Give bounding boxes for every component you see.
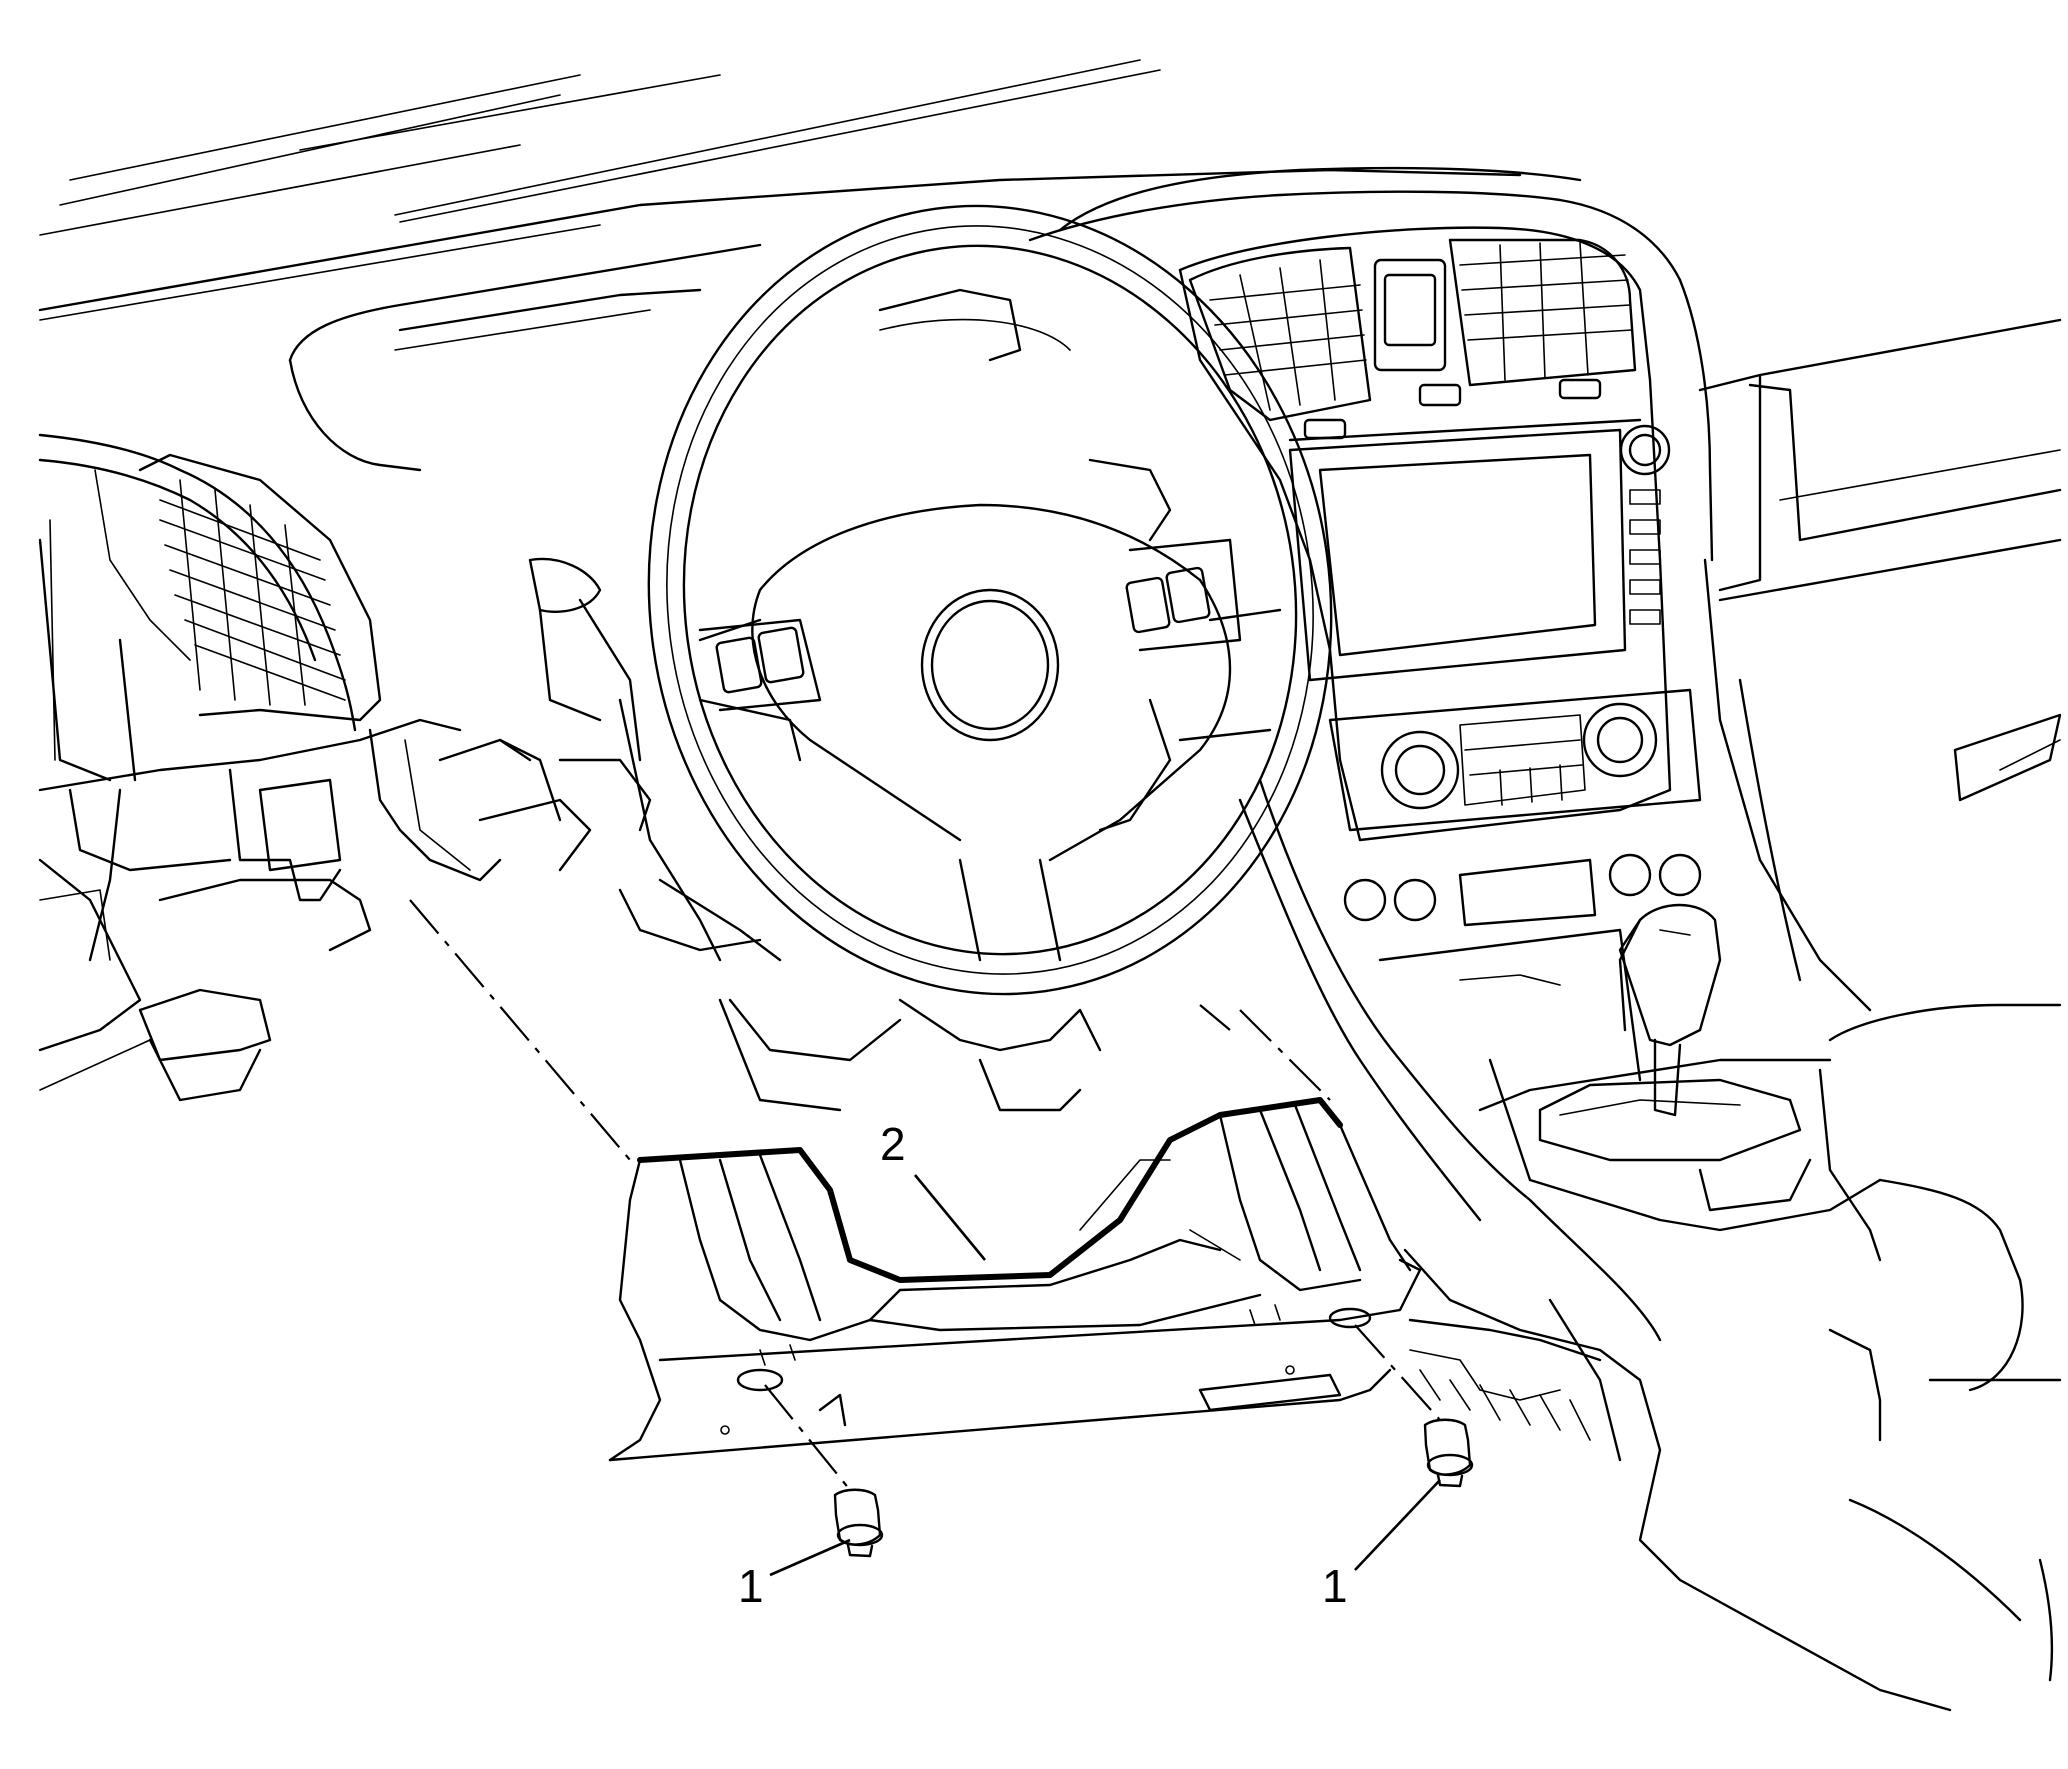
lower-panel-part-2: [608, 1097, 1422, 1462]
left-dash-cluster: [38, 433, 532, 1102]
callout-leaders: [769, 1174, 1441, 1577]
callout-1-right: 1: [1322, 1560, 1348, 1612]
installation-path-lines: [409, 899, 1441, 1491]
fastener-left: [833, 1488, 884, 1558]
console-shifter: [1478, 903, 1882, 1262]
center-stack: [1178, 226, 1702, 1082]
console-side-trim: [1238, 778, 2062, 1712]
right-dash: [1698, 318, 2062, 1042]
windshield-lines: [38, 59, 1522, 321]
steering-wheel: [647, 204, 1333, 996]
callout-1-left: 1: [738, 1560, 764, 1612]
fastener-right: [1423, 1418, 1474, 1488]
dash-upper-surface: [288, 166, 1714, 562]
steering-column: [478, 557, 1102, 1112]
callout-2: 2: [880, 1118, 906, 1170]
